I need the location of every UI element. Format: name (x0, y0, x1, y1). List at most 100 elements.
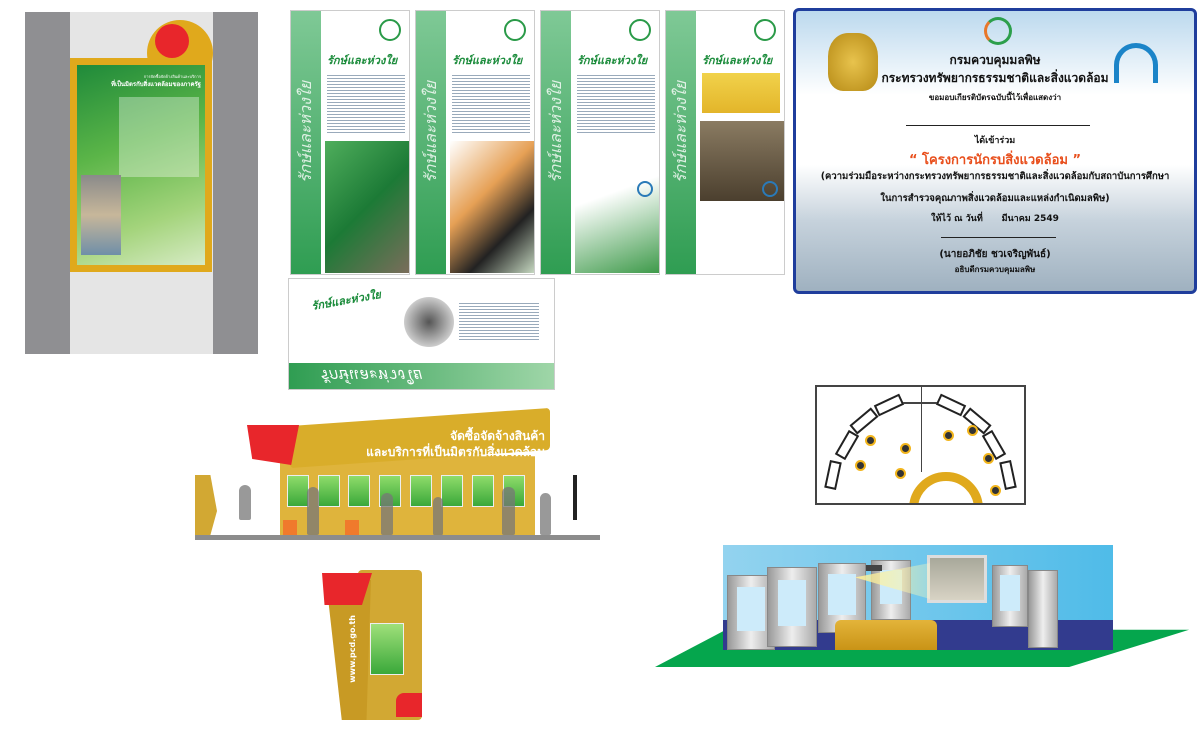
kiosk-red-accent (396, 693, 422, 717)
cert-org: กรมควบคุมมลพิษ (949, 53, 1041, 67)
kiosk-display (370, 623, 404, 675)
kiosk-url: www.pcd.go.th (348, 615, 357, 683)
cert-desc-1: (ความร่วมมือระหว่างกระทรวงทรัพยากรธรรมชา… (820, 171, 1170, 182)
poster-title: ที่เป็นมิตรกับสิ่งแวดล้อมของภาครัฐ (111, 81, 201, 88)
royal-seal-icon (828, 33, 878, 91)
booth-floor (195, 535, 600, 540)
small-kiosk-booth: www.pcd.go.th (318, 565, 423, 720)
banner-logo-icon (504, 19, 526, 41)
hbanner-text-block (459, 301, 539, 341)
pcd-logo-icon (322, 573, 372, 605)
visitor-dot (867, 437, 874, 444)
display-wall (767, 567, 817, 647)
plan-panel (873, 393, 905, 417)
certificate: กรมควบคุมมลพิษ กระทรวงทรัพยากรธรรมชาติแล… (793, 8, 1197, 294)
pcd-logo-icon (1114, 43, 1158, 83)
hbanner-photo (404, 297, 454, 347)
kiosk-frame: การจัดซื้อจัดจ้างสินค้าและบริการ ที่เป็น… (70, 58, 212, 272)
banner-3: รักษ์และห่วงใย รักษ์และห่วงใย (540, 10, 660, 275)
display-panel (348, 475, 370, 507)
horizontal-banner: รักษ์และห่วงใย รักษ์และห่วงใย (288, 278, 555, 390)
cert-given-on: ให้ไว้ ณ วันที่ (931, 214, 983, 224)
hbanner-strip-text: รักษ์และห่วงใย (319, 366, 422, 385)
cert-project: “ โครงการนักรบสิ่งแวดล้อม ” (908, 153, 1082, 168)
display-panel (441, 475, 463, 507)
banner-title: รักษ์และห่วงใย (577, 54, 648, 67)
banner-logo-icon (629, 19, 651, 41)
banner-title: รักษ์และห่วงใย (702, 54, 773, 67)
banner-title: รักษ์และห่วงใย (327, 54, 398, 67)
booth-side-panel (195, 475, 217, 535)
name-line (906, 125, 1090, 126)
banner-diagram (702, 73, 780, 113)
banner-1: รักษ์และห่วงใย รักษ์และห่วงใย (290, 10, 410, 275)
kiosk-side-panel-left (25, 12, 70, 354)
poster-content-box (119, 97, 199, 177)
kiosk-poster-design: การจัดซื้อจัดจ้างสินค้าและบริการ ที่เป็น… (25, 12, 258, 354)
visitor-dot (985, 455, 992, 462)
banner-strip (666, 11, 696, 274)
kiosk-poster: การจัดซื้อจัดจ้างสินค้าและบริการ ที่เป็น… (77, 65, 205, 265)
visitor-dot (902, 445, 909, 452)
cert-signer-title: อธิบดีกรมควบคุมมลพิษ (954, 265, 1036, 274)
kiosk-side-panel-right (213, 12, 258, 354)
cert-participated: ได้เข้าร่วม (974, 136, 1016, 146)
booth-counter (283, 520, 297, 535)
plan-panel (824, 460, 842, 490)
pcd-logo-icon (247, 425, 299, 465)
person-silhouette (502, 487, 515, 535)
hbanner-bottom-strip (289, 363, 554, 389)
display-wall (992, 565, 1028, 627)
display-panel (410, 475, 432, 507)
plan-top-bar (897, 402, 947, 404)
banner-strip-text: รักษ์และห่วงใย (671, 81, 690, 184)
cert-signer: (นายอภิชัย ชวเจริญพันธ์) (939, 249, 1051, 260)
banner-strip (416, 11, 446, 274)
person-silhouette (307, 487, 319, 535)
ministry-logo-icon (984, 17, 1012, 45)
visitor-dot (857, 462, 864, 469)
person-silhouette (433, 497, 443, 535)
person-silhouette (381, 493, 393, 535)
banner-photo-frog-butterfly (325, 141, 409, 273)
cert-ministry: กระทรวงทรัพยากรธรรมชาติและสิ่งแวดล้อม (881, 71, 1109, 85)
reception-desk (835, 620, 937, 650)
plan-center-line (921, 387, 922, 472)
person-silhouette (540, 493, 551, 535)
signature-line (941, 237, 1056, 238)
kiosk-red-circle (155, 24, 189, 58)
banner-title: รักษ์และห่วงใย (452, 54, 523, 67)
booth-url: www.pcd.go.th (263, 475, 271, 535)
plan-desk-arc (909, 472, 983, 503)
floor-plan (815, 385, 1026, 505)
projector-icon (866, 565, 882, 571)
visitor-dot (992, 487, 999, 494)
banner-photo-butterfly (450, 141, 534, 273)
exhibition-room-3d (655, 545, 1200, 670)
cert-presented: ขอมอบเกียรติบัตรฉบับนี้ไว้เพื่อแสดงว่า (928, 93, 1062, 102)
cert-date: มีนาคม 2549 (1001, 214, 1059, 224)
poster-subtitle: การจัดซื้อจัดจ้างสินค้าและบริการ (143, 74, 201, 79)
display-panel (472, 475, 494, 507)
plan-panel (935, 393, 967, 417)
plan-panel (834, 429, 860, 461)
display-panel (287, 475, 309, 507)
exhibition-booth: จัดซื้อจัดจ้างสินค้า และบริการที่เป็นมิต… (195, 405, 615, 545)
banner-strip (541, 11, 571, 274)
booth-headline-1: จัดซื้อจัดจ้างสินค้า (450, 429, 545, 443)
plan-panel (999, 460, 1017, 490)
banner-logo-icon (379, 19, 401, 41)
banner-strip-text: รักษ์และห่วงใย (296, 81, 315, 184)
booth-counter (345, 520, 359, 535)
visitor-dot (897, 470, 904, 477)
cert-date-row: ให้ไว้ ณ วันที่ มีนาคม 2549 (796, 211, 1194, 225)
banner-strip (291, 11, 321, 274)
booth-headline-2: และบริการที่เป็นมิตรกับสิ่งแวดล้อม (366, 445, 545, 459)
person-silhouette (239, 485, 251, 520)
poster-photos (81, 175, 121, 255)
banner-text-block (327, 73, 405, 133)
cert-desc-2: ในการสำรวจคุณภาพสิ่งแวดล้อมและแหล่งกำเนิ… (880, 193, 1110, 204)
banner-text-block (577, 73, 655, 133)
visitor-dot (945, 432, 952, 439)
display-column (1028, 570, 1058, 648)
